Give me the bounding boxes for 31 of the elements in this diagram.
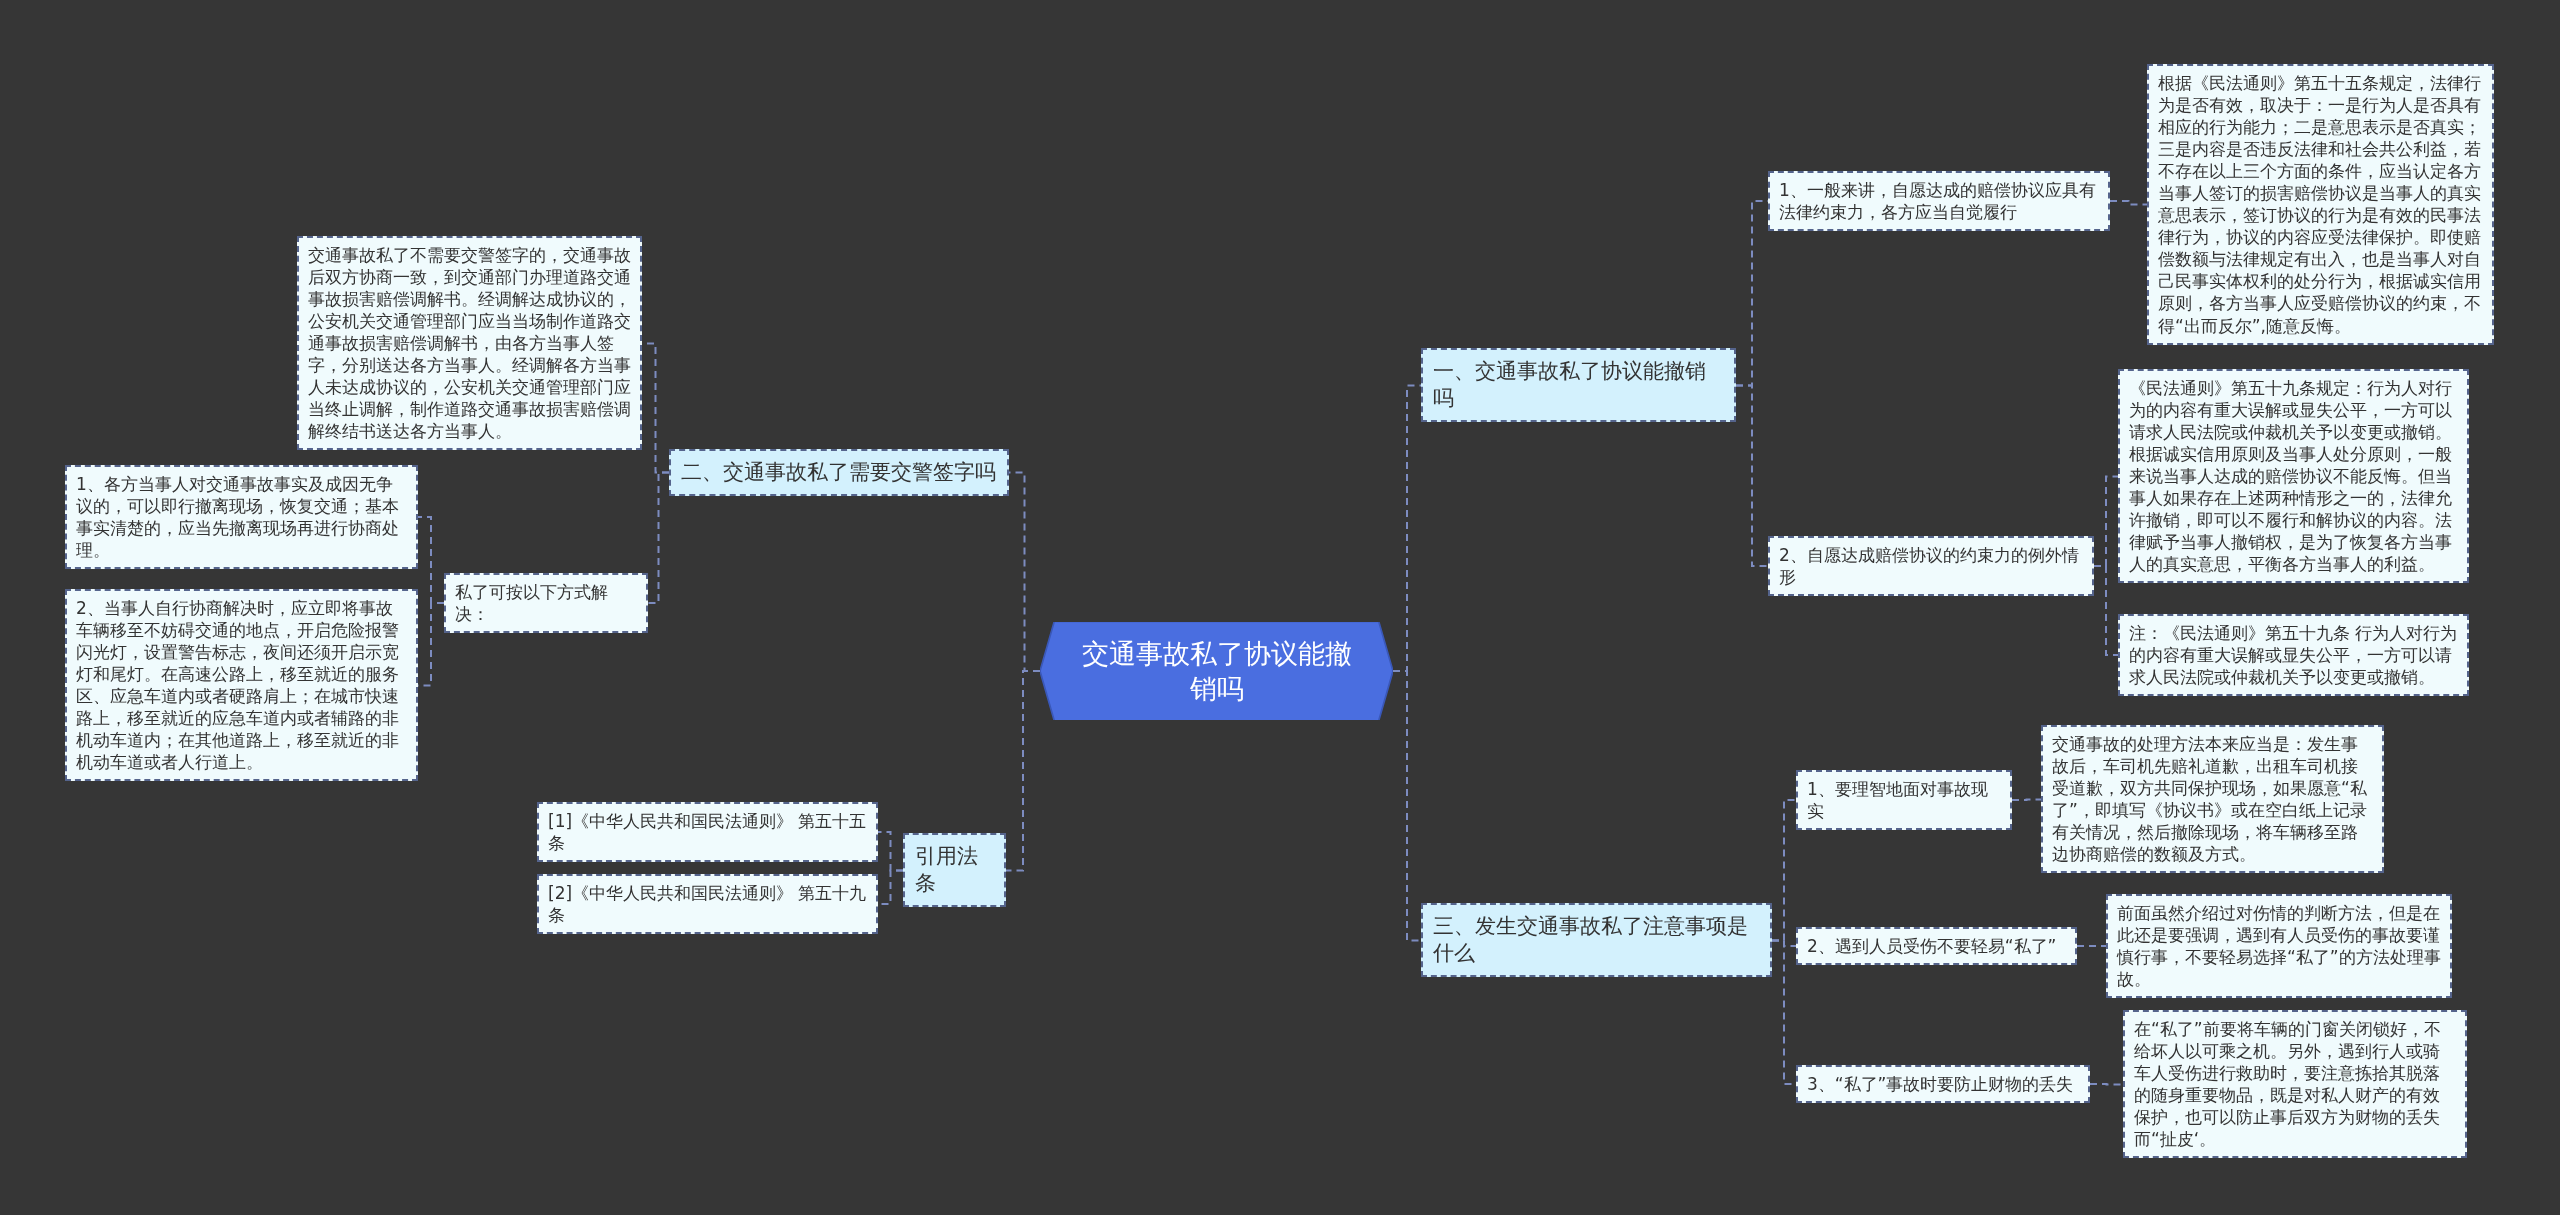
subtopic-box: 在“私了”前要将车辆的门窗关闭锁好，不给坏人以可乘之机。另外，遇到行人或骑车人受伤进行救助时，要注意拣拾其脱落的随身重要物品，既是对私人财产的有效保护，也可以防止事后双方为财物的丢失而“扯皮‘。 xyxy=(2123,1009,2467,1159)
subtopic-box: 《民法通则》第五十九条规定：行为人对行为的内容有重大误解或显失公平，一方可以请求人民法院或仲裁机关予以变更或撤销。根据诚实信用原则及当事人处分原则，一般来说当事人达成的赔偿协议不能反悔。但当事人如果存在上述两种情形之一的，法律允许撤销，即可以不履行和解协议的内容。法律赋予当事人撤销权，是为了恢复各方当事人的真实意思，平衡各方当事人的利益。 xyxy=(2118,368,2469,584)
connector xyxy=(1005,670,1041,872)
subtopic-box: [2]《中华人民共和国民法通则》 第五十九条 xyxy=(537,874,878,935)
topic-box: 三、发生交通事故私了注意事项是什么 xyxy=(1421,902,1772,978)
subtopic-box: [1]《中华人民共和国民法通则》 第五十五条 xyxy=(537,802,878,863)
subtopic-box: 根据《民法通则》第五十五条规定，法律行为是否有效，取决于：一是行为人是否具有相应的行为能力；二是意思表示是否真实；三是内容是否违反法律和社会共公利益，若不存在以上三个方面的条件，应当认定各方当事人签订的损害赔偿协议是当事人的真实意思表示，签订协议的行为是有效的民事法律行为，协议的内容应受法律保护。即使赔偿数额与法律规定有出入，也是当事人对自己民事实体权利的处分行为，根据诚实信用原则，各方当事人应受赔偿协议的约束，不得“出而反尔”,随意反悔。 xyxy=(2147,63,2494,345)
subtopic-box: 交通事故私了不需要交警签字的，交通事故后双方协商一致，到交通部门办理道路交通事故损害赔偿调解书。经调解达成协议的，公安机关交通管理部门应当当场制作道路交通事故损害赔偿调解书，由各方当事人签字，分别送达各方当事人。经调解各方当事人未达成协议的，公安机关交通管理部门应当终止调解，制作道路交通事故损害赔偿调解终结书送达各方当事人。 xyxy=(297,235,642,451)
subtopic-box: 私了可按以下方式解决： xyxy=(444,573,648,634)
connector xyxy=(2093,565,2119,656)
subtopic-box: 2、遇到人员受伤不要轻易“私了” xyxy=(1796,927,2077,966)
topic-box: 一、交通事故私了协议能撤销吗 xyxy=(1421,347,1736,423)
connector xyxy=(647,471,670,604)
connector xyxy=(1735,384,1769,567)
connector xyxy=(2076,945,2107,947)
connector xyxy=(2089,1083,2124,1086)
connector xyxy=(2011,798,2042,801)
topic-box: 引用法条 xyxy=(903,832,1006,908)
subtopic-box: 前面虽然介绍过对伤情的判断方法，但是在此还是要强调，遇到有人员受伤的事故要谨慎行事，不要轻易选择“私了”的方法处理事故。 xyxy=(2106,894,2452,999)
topic-box: 二、交通事故私了需要交警签字吗 xyxy=(669,448,1009,496)
subtopic-box: 注：《民法通则》第五十九条 行为人对行为的内容有重大误解或显失公平，一方可以请求人民法院或仲裁机关予以变更或撤销。 xyxy=(2118,614,2469,697)
connector xyxy=(2109,200,2148,206)
subtopic-box: 3、“私了”事故时要防止财物的丢失 xyxy=(1796,1065,2090,1104)
central-topic: 交通事故私了协议能撤销吗 xyxy=(1040,622,1393,721)
connector xyxy=(1392,670,1422,942)
subtopic-box: 1、一般来讲，自愿达成的赔偿协议应具有法律约束力，各方应当自觉履行 xyxy=(1768,171,2110,232)
subtopic-box: 交通事故的处理方法本来应当是：发生事故后，车司机先赔礼道歉，出租车司机接受道歉，双方共同保护现场，如果愿意“私了”，即填写《协议书》或在空白纸上记录有关情况，然后撤除现场，将车辆移至路边协商赔偿的数额及方式。 xyxy=(2041,724,2384,874)
subtopic-box: 1、各方当事人对交通事故事实及成因无争议的，可以即行撤离现场，恢复交通；基本事实清楚的，应当先撤离现场再进行协商处理。 xyxy=(65,465,418,570)
subtopic-box: 2、当事人自行协商解决时，应立即将事故车辆移至不妨碍交通的地点，开启危险报警闪光灯，设置警告标志，夜间还须开启示宽灯和尾灯。在高速公路上，移至就近的服务区、应急车道内或者硬路肩上；在城市快速路上，移至就近的应急车道内或者辅路的非机动车道内；在其他道路上，移至就近的非机动车道或者人行道上。 xyxy=(65,588,418,782)
subtopic-box: 2、自愿达成赔偿协议的约束力的例外情形 xyxy=(1768,536,2094,597)
subtopic-box: 1、要理智地面对事故现实 xyxy=(1796,770,2012,831)
